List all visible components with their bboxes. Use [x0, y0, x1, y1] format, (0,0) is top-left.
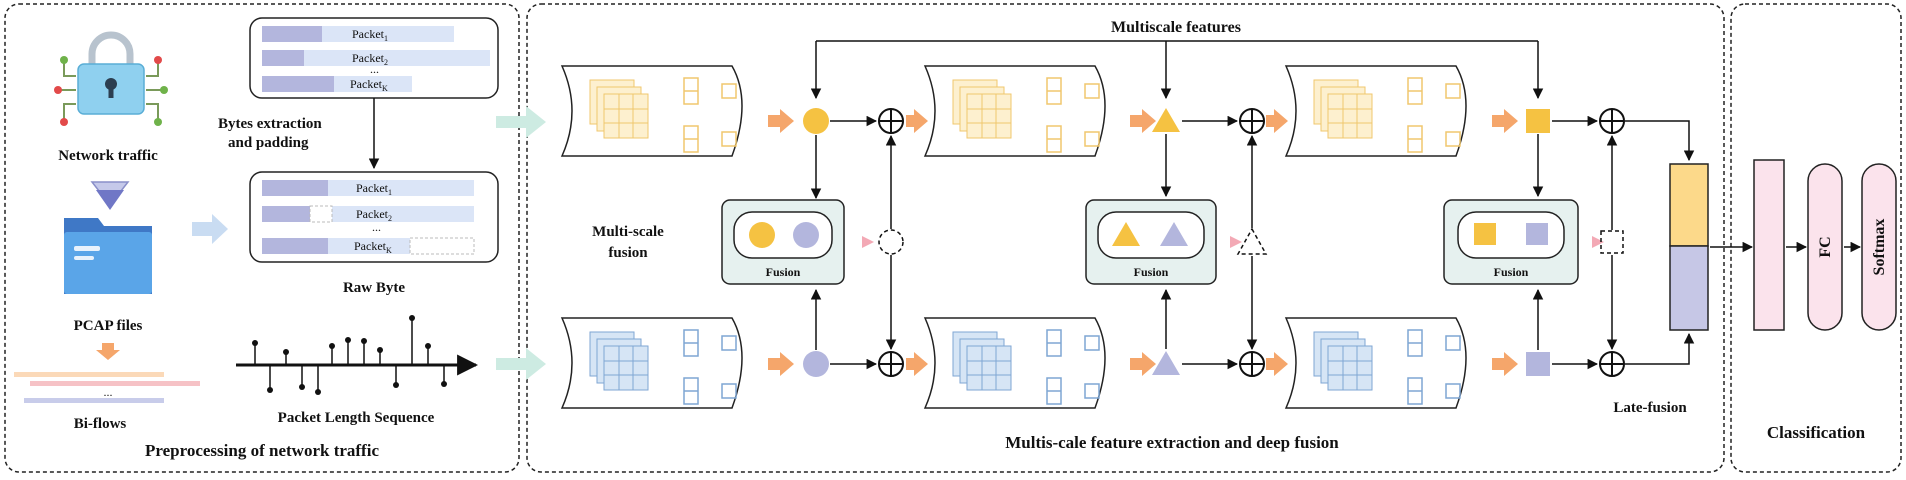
bytes-extraction-label-2: and padding	[228, 135, 309, 151]
biflow-bar-2	[30, 381, 200, 386]
purple-circle-feature	[803, 351, 829, 377]
fc-layer	[1807, 163, 1843, 331]
classification-title: Classification	[1767, 423, 1866, 442]
bottom-module-3	[1284, 317, 1467, 409]
network-traffic-label: Network traffic	[58, 148, 158, 164]
pcap-to-raw-arrow	[192, 214, 228, 244]
padded-packet-ellipsis: ...	[372, 220, 381, 234]
yellow-circle-feature	[803, 108, 829, 134]
oplus-bottom-3	[1599, 351, 1625, 377]
oplus-top-1	[878, 108, 904, 134]
dashed-circle-fused	[878, 229, 904, 255]
dashed-square-fused	[1600, 230, 1624, 254]
multi-scale-fusion-label-1: Multi-scale	[592, 224, 664, 240]
multi-scale-fusion-label-2: fusion	[608, 245, 648, 261]
fusion-box-1	[721, 199, 845, 285]
raw-to-extraction-arrow	[496, 106, 546, 138]
late-fusion-yellow-bar	[1669, 163, 1709, 247]
oplus-top-3	[1599, 108, 1625, 134]
raw-byte-label: Raw Byte	[343, 280, 405, 296]
pcap-files-label: PCAP files	[74, 318, 143, 334]
sequence-to-extraction-arrow	[496, 348, 546, 380]
extraction-panel	[526, 3, 1725, 473]
orange-arrows	[768, 109, 1518, 376]
padded-packet-1: Packet1	[356, 181, 392, 197]
top-module-3	[1284, 65, 1467, 157]
classification-panel	[1730, 3, 1902, 473]
feature-vector-box	[1753, 159, 1785, 331]
oplus-bottom-1	[878, 351, 904, 377]
softmax-label: Softmax	[1871, 219, 1888, 276]
dashed-triangle-fused	[1236, 227, 1268, 255]
purple-square-feature	[1526, 352, 1550, 376]
oplus-top-2	[1239, 108, 1265, 134]
bottom-module-2	[923, 317, 1106, 409]
preprocessing-title: Preprocessing of network traffic	[145, 441, 379, 460]
late-fusion-purple-bar	[1669, 245, 1709, 331]
fusion-label-1: Fusion	[766, 265, 801, 279]
yellow-square-feature	[1526, 109, 1550, 133]
folder-icon	[64, 218, 152, 294]
top-module-1	[560, 65, 743, 157]
fusion-box-2	[1085, 199, 1217, 285]
top-module-2	[923, 65, 1106, 157]
top-packet-1: Packet1	[352, 27, 388, 43]
preprocessing-panel	[4, 3, 520, 473]
extraction-title: Multis-cale feature extraction and deep …	[1005, 433, 1339, 452]
multiscale-features-label: Multiscale features	[1111, 19, 1241, 36]
fusion-label-3: Fusion	[1494, 265, 1529, 279]
fusion-box-3	[1443, 199, 1579, 285]
biflow-bar-3	[24, 398, 164, 403]
network-traffic-icon	[54, 31, 168, 126]
padded-packet-2: Packet2	[356, 207, 392, 223]
padded-packet-k: PacketK	[354, 239, 392, 255]
top-packet-k: PacketK	[350, 77, 388, 93]
packet-length-sequence	[236, 315, 479, 395]
bi-flows-label: Bi-flows	[74, 416, 127, 432]
pink-arrows	[862, 236, 1604, 248]
packet-length-label: Packet Length Sequence	[278, 410, 435, 426]
biflows-ellipsis: ...	[104, 385, 113, 399]
softmax-layer	[1861, 163, 1897, 331]
down-arrow-icon	[90, 181, 130, 210]
top-packet-2: Packet2	[352, 51, 388, 67]
pcap-to-biflows-arrow	[96, 343, 120, 360]
bottom-module-1	[560, 317, 743, 409]
fusion-label-2: Fusion	[1134, 265, 1169, 279]
oplus-bottom-2	[1239, 351, 1265, 377]
fc-label: FC	[1817, 236, 1834, 257]
top-packet-ellipsis: ...	[370, 62, 379, 76]
biflow-bar-1	[14, 372, 164, 377]
purple-triangle-feature	[1152, 351, 1180, 375]
bytes-extraction-label-1: Bytes extraction	[218, 116, 322, 132]
late-fusion-label: Late-fusion	[1613, 400, 1687, 416]
yellow-triangle-feature	[1152, 108, 1180, 132]
